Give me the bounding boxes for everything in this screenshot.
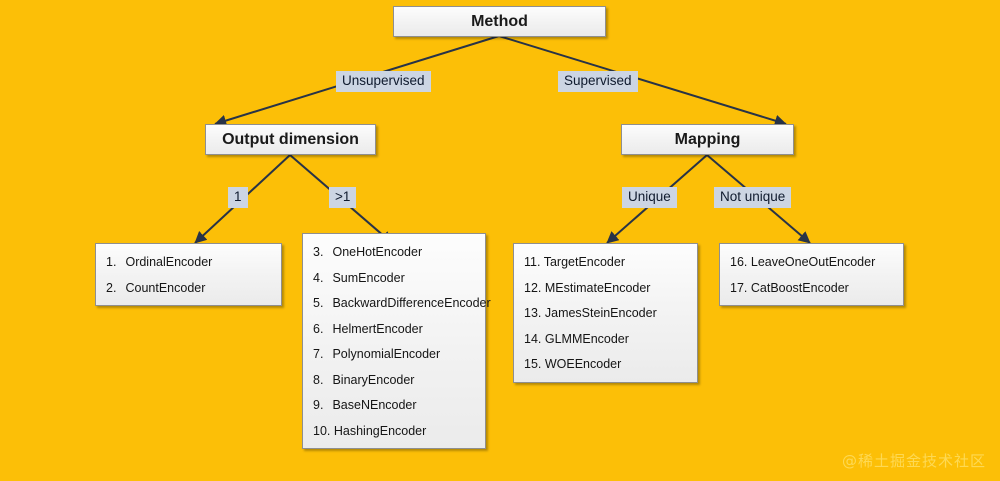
leaf-item: 13. JamesSteinEncoder [523, 307, 688, 320]
leaf-item: 5. BackwardDifferenceEncoder [312, 296, 491, 310]
leaf-item-name: PolynomialEncoder [329, 347, 441, 361]
leaf-item: 10. HashingEncoder [312, 423, 476, 438]
leaf-item-name: BackwardDifferenceEncoder [329, 296, 491, 310]
leaf-box-leaveoneout-group[interactable]: 16. LeaveOneOutEncoder 17. CatBoostEncode… [719, 243, 904, 306]
leaf-item-number: 9. [313, 398, 324, 412]
leaf-item-name: OneHotEncoder [329, 245, 423, 259]
leaf-item-name: MEstimateEncoder [541, 280, 651, 295]
edge-label-not-unique: Not unique [714, 187, 792, 208]
edge-label-supervised: Supervised [558, 71, 638, 92]
leaf-item-number: 5. [313, 296, 324, 310]
leaf-item-number: 14. [524, 331, 542, 346]
leaf-item-name: BaseNEncoder [329, 398, 417, 412]
leaf-item-number: 13. [524, 306, 542, 320]
leaf-item: 7. PolynomialEncoder [312, 348, 476, 361]
node-output-dimension[interactable]: Output dimension [205, 124, 376, 155]
leaf-item-name: SumEncoder [329, 270, 405, 285]
leaf-item: 4. SumEncoder [312, 270, 476, 285]
leaf-item-number: 10. [313, 423, 331, 438]
edge-label-unsupervised: Unsupervised [336, 71, 431, 92]
leaf-item-number: 17. [730, 280, 748, 295]
leaf-item: 6. HelmertEncoder [312, 321, 476, 336]
leaf-list-onehot-group: 3. OneHotEncoder 4. SumEncoder 5. Backward… [312, 246, 491, 438]
leaf-box-ordinal-count[interactable]: 1. OrdinalEncoder 2. CountEncoder [95, 243, 282, 306]
leaf-list-target-group: 11. TargetEncoder 12. MEstimateEncoder 13.… [523, 256, 688, 371]
leaf-item: 1. OrdinalEncoder [105, 256, 272, 269]
edge-method-to-mapping [498, 35, 787, 127]
leaf-item-name: BinaryEncoder [329, 372, 415, 387]
edge-label-unique: Unique [622, 187, 677, 208]
leaf-item-name: HashingEncoder [330, 423, 427, 438]
edge-label-greater-than-one: >1 [329, 187, 357, 208]
leaf-item-number: 16. [730, 255, 748, 269]
leaf-item-number: 12. [524, 280, 542, 295]
leaf-item: 17. CatBoostEncoder [729, 280, 894, 295]
node-mapping-label: Mapping [674, 130, 741, 148]
leaf-item: 3. OneHotEncoder [312, 246, 476, 259]
leaf-item-name: GLMMEncoder [541, 331, 629, 346]
leaf-item-name: JamesSteinEncoder [541, 306, 657, 320]
leaf-item: 11. TargetEncoder [523, 256, 688, 269]
leaf-item: 14. GLMMEncoder [523, 331, 688, 346]
leaf-item: 12. MEstimateEncoder [523, 280, 688, 295]
leaf-item-name: CatBoostEncoder [747, 280, 849, 295]
leaf-item: 15. WOEEncoder [523, 358, 688, 371]
leaf-box-onehot-group[interactable]: 3. OneHotEncoder 4. SumEncoder 5. Backward… [302, 233, 491, 449]
leaf-item-number: 6. [313, 321, 324, 336]
leaf-item: 16. LeaveOneOutEncoder [729, 256, 894, 269]
leaf-item-number: 15. [524, 357, 542, 371]
leaf-item: 8. BinaryEncoder [312, 372, 476, 387]
leaf-item-number: 4. [313, 270, 324, 285]
leaf-item: 9. BaseNEncoder [312, 399, 476, 412]
node-method-label: Method [471, 12, 528, 30]
node-mapping[interactable]: Mapping [621, 124, 794, 155]
leaf-item-number: 8. [313, 372, 324, 387]
leaf-item-name: WOEEncoder [541, 357, 622, 371]
leaf-list-leaveoneout-group: 16. LeaveOneOutEncoder 17. CatBoostEncode… [729, 256, 894, 294]
node-method[interactable]: Method [393, 6, 606, 37]
node-output-dimension-label: Output dimension [222, 130, 359, 148]
leaf-item-number: 7. [313, 347, 324, 361]
leaf-item: 2. CountEncoder [105, 280, 272, 295]
leaf-item-number: 3. [313, 245, 324, 259]
leaf-item-name: HelmertEncoder [329, 321, 423, 336]
edge-label-one: 1 [228, 187, 248, 208]
leaf-item-number: 1. [106, 255, 117, 269]
leaf-item-number: 2. [106, 280, 117, 295]
leaf-item-name: OrdinalEncoder [122, 255, 213, 269]
leaf-item-number: 11. [524, 255, 541, 269]
leaf-item-name: TargetEncoder [540, 255, 625, 269]
leaf-list-ordinal-count: 1. OrdinalEncoder 2. CountEncoder [105, 256, 272, 294]
leaf-item-name: LeaveOneOutEncoder [747, 255, 876, 269]
leaf-item-name: CountEncoder [122, 280, 206, 295]
watermark: @稀土掘金技术社区 [841, 452, 986, 470]
leaf-box-target-group[interactable]: 11. TargetEncoder 12. MEstimateEncoder 13.… [513, 243, 698, 383]
